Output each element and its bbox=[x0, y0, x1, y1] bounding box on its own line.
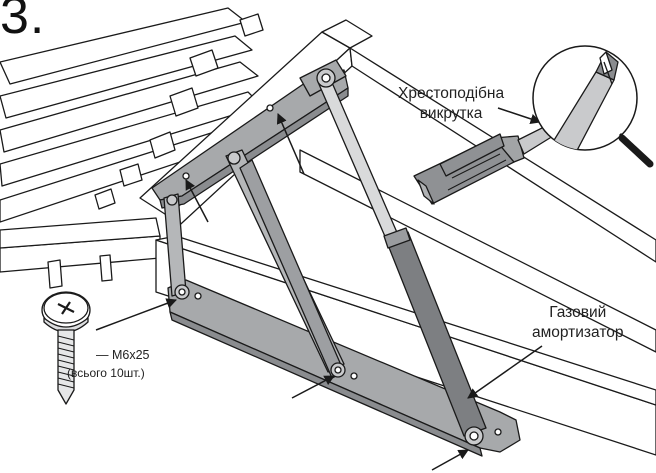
slat-3 bbox=[0, 61, 259, 153]
gas-shock-rod bbox=[317, 77, 403, 249]
arrow-lower-mid bbox=[291, 375, 335, 399]
pivot-bolt-mid-upper bbox=[227, 151, 241, 165]
slat-holder bbox=[94, 188, 116, 210]
arrow-shock bbox=[467, 345, 543, 399]
base-box-top bbox=[0, 217, 161, 249]
pivot-bolt-upper-left bbox=[166, 194, 178, 206]
magnifier-icon bbox=[532, 45, 654, 168]
arrow-lower-left bbox=[95, 298, 177, 331]
shock-label-line1: Газовий bbox=[549, 304, 607, 321]
slat-2 bbox=[0, 35, 253, 119]
tool-label: Хрестоподібна викрутка bbox=[398, 84, 504, 124]
arrow-tool bbox=[497, 107, 541, 124]
screw-quantity-label: (всього 10шт.) bbox=[67, 366, 145, 380]
arrow-upper-mount-right bbox=[276, 113, 305, 175]
base-corner bbox=[47, 259, 63, 289]
gas-shock-collar bbox=[383, 227, 411, 249]
slat-holder bbox=[239, 13, 264, 37]
slat-holder bbox=[169, 87, 199, 117]
upper-mount-plate-edge bbox=[159, 87, 349, 209]
slat-holder bbox=[189, 49, 219, 77]
mount-hole bbox=[182, 172, 190, 180]
shock-label-line2: амортизатор bbox=[532, 324, 624, 341]
slat-holder bbox=[149, 131, 176, 159]
arrow-upper-mount-left bbox=[185, 179, 209, 223]
screwdriver-icon bbox=[413, 117, 567, 205]
screw-icon bbox=[41, 291, 91, 405]
tool-label-line2: викрутка bbox=[419, 105, 483, 122]
mount-hole bbox=[350, 372, 358, 380]
screw-spec-label: — М6х25 bbox=[96, 348, 150, 362]
mount-hole bbox=[266, 104, 274, 112]
tool-label-line1: Хрестоподібна bbox=[398, 85, 505, 102]
mount-hole bbox=[194, 292, 202, 300]
lid-beam-top bbox=[321, 19, 373, 49]
shock-label: Газовий амортизатор bbox=[532, 303, 624, 343]
step-number: 3. bbox=[0, 0, 46, 45]
base-leg bbox=[99, 254, 113, 282]
slat-holder bbox=[119, 163, 143, 187]
mount-hole bbox=[494, 428, 502, 436]
arrow-bottom bbox=[431, 449, 469, 471]
pointer-arrows bbox=[95, 107, 543, 471]
